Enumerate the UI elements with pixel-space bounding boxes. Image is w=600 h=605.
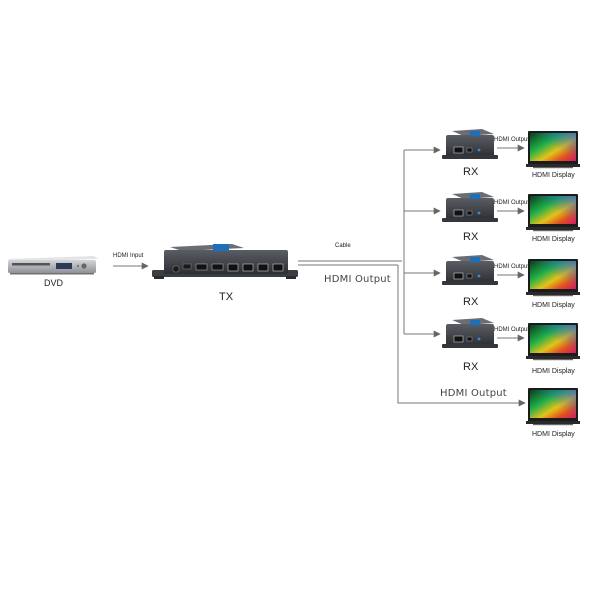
hdmi-display-2-icon: [526, 194, 580, 232]
loop-hdmi-output-label: HDMI Output: [440, 388, 507, 399]
dvd-player-icon: [8, 256, 98, 275]
rx-4-receiver-icon: [442, 318, 498, 348]
tx-transmitter-icon: [152, 244, 298, 279]
rx-3-label: RX: [463, 296, 479, 308]
cable-label: Cable: [335, 243, 351, 249]
rx-1-label: RX: [463, 166, 479, 178]
rx-1-output-label: HDMI Output: [494, 137, 530, 143]
display-2-label: HDMI Display: [532, 236, 575, 243]
rx-4-output-label: HDMI Output: [494, 327, 530, 333]
rx-2-output-label: HDMI Output: [494, 200, 530, 206]
hdmi-display-1-icon: [526, 131, 580, 169]
rx-2-label: RX: [463, 231, 479, 243]
rx-3-receiver-icon: [442, 255, 498, 285]
display-3-label: HDMI Display: [532, 302, 575, 309]
display-4-label: HDMI Display: [532, 368, 575, 375]
display-1-label: HDMI Display: [532, 172, 575, 179]
connector-lines: [113, 144, 526, 407]
hdmi-display-3-icon: [526, 259, 580, 297]
tx-hdmi-output-label: HDMI Output: [324, 274, 391, 285]
rx-4-label: RX: [463, 361, 479, 373]
tx-label: TX: [219, 291, 234, 303]
rx-receiver-group: [442, 129, 498, 348]
display-group: [526, 131, 580, 426]
rx-2-receiver-icon: [442, 192, 498, 222]
hdmi-display-5-icon: [526, 388, 580, 426]
dvd-label: DVD: [44, 278, 64, 288]
loop-output-line: [397, 265, 526, 407]
hdmi-display-4-icon: [526, 323, 580, 361]
rx-1-receiver-icon: [442, 129, 498, 159]
display-5-label: HDMI Display: [532, 431, 575, 438]
hdmi-input-label: HDMI Input: [113, 253, 144, 259]
rx-3-output-label: HDMI Output: [494, 264, 530, 270]
